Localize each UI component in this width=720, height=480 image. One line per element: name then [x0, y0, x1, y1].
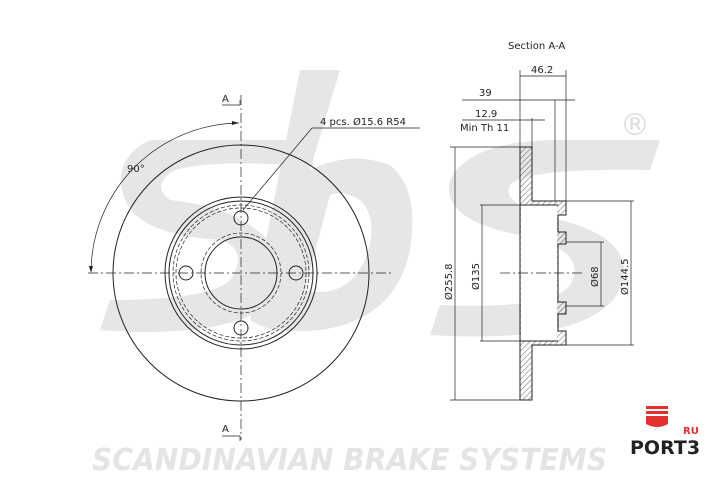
sbs-watermark: SCANDINAVIAN BRAKE SYSTEMS ® — [92, 70, 660, 478]
hole-note: 4 pcs. Ø15.6 R54 — [320, 116, 406, 128]
port3-logo: RU PORT3 — [630, 406, 700, 459]
dim-hat-inner-diameter: Ø135 — [470, 263, 482, 290]
dim-thickness: 12.9 — [475, 109, 497, 120]
section-marker-top: A — [222, 94, 229, 105]
dim-outer-diameter: Ø255.8 — [443, 264, 455, 301]
registered-mark: ® — [620, 108, 650, 143]
dim-min-thickness: Min Th 11 — [460, 123, 509, 134]
dim-hat-outer-diameter: Ø144.5 — [619, 259, 631, 296]
angle-label: 90° — [127, 164, 145, 175]
logo-text: PORT3 — [630, 437, 700, 459]
front-view: 90° 4 pcs. Ø15.6 R54 A A — [88, 94, 420, 441]
logo-suffix: RU — [683, 426, 699, 437]
section-marker-bottom: A — [222, 424, 229, 435]
dim-center-bore: Ø68 — [589, 266, 601, 287]
dim-offset: 39 — [479, 88, 492, 99]
watermark-tagline: SCANDINAVIAN BRAKE SYSTEMS — [92, 443, 607, 478]
section-title: Section A-A — [508, 41, 565, 52]
sbs-logo-shapes — [100, 70, 660, 337]
section-view: Section A-A 46.2 39 12.9 Min Th 11 Ø255.… — [443, 41, 634, 401]
dim-width-total: 46.2 — [531, 65, 553, 76]
